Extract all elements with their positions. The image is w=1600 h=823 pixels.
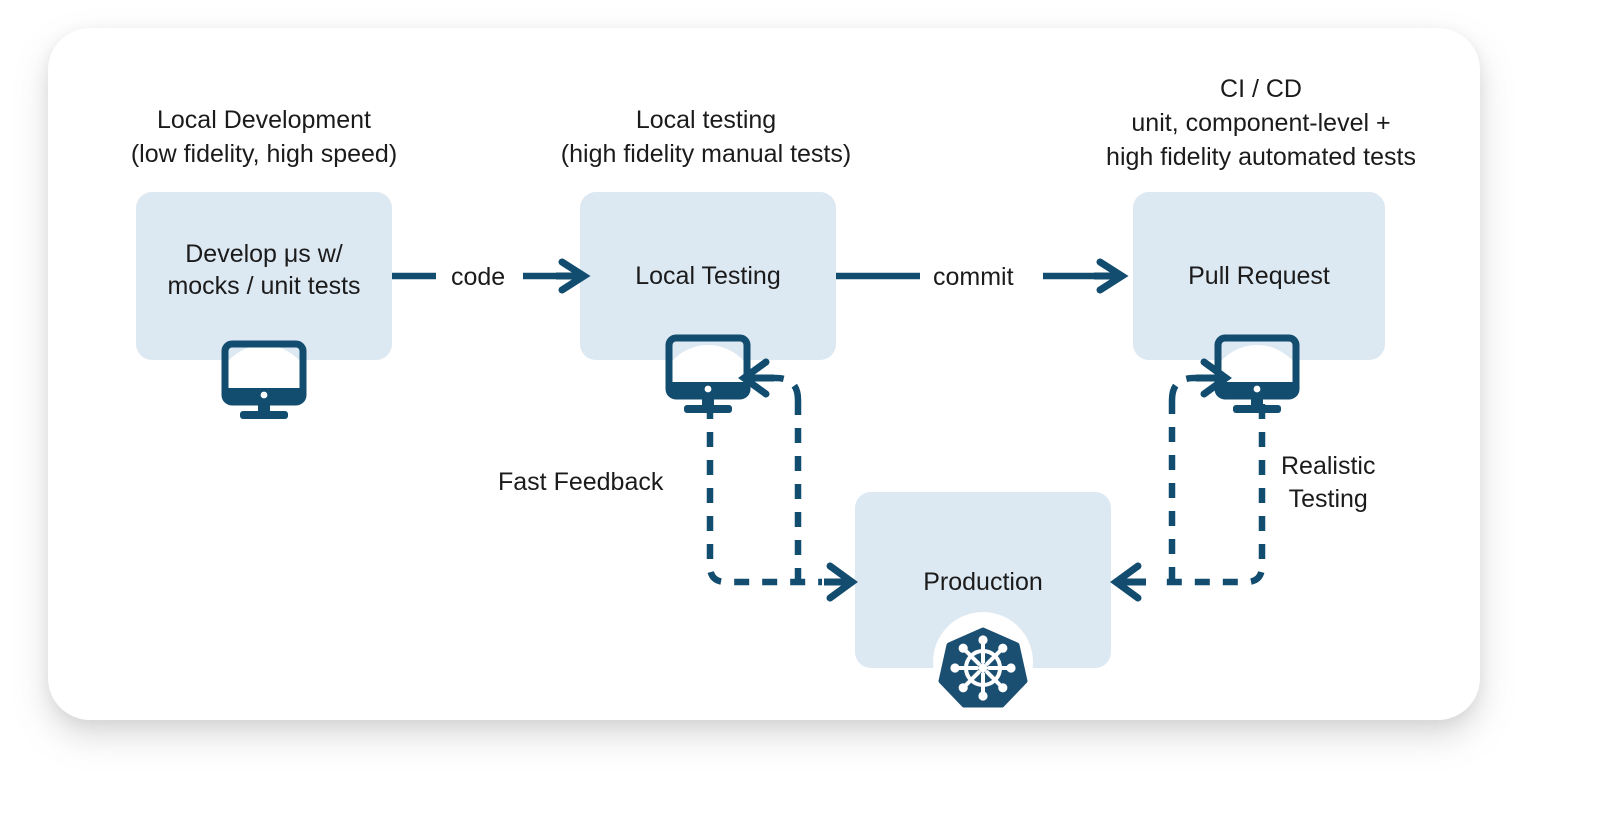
edge-label-realistic-testing: Realistic Testing xyxy=(1281,452,1376,513)
caption-local-development: Local Development (low fidelity, high sp… xyxy=(130,106,398,168)
caption-local-testing: Local testing (high fidelity manual test… xyxy=(560,106,852,168)
node-pull-request[interactable]: Pull Request xyxy=(1133,192,1385,360)
caption-ci-cd: CI / CD unit, component-level + high fid… xyxy=(1106,75,1416,171)
node-production[interactable]: Production xyxy=(855,492,1111,668)
node-develop[interactable]: Develop μs w/ mocks / unit tests xyxy=(136,192,392,360)
edge-label-code: code xyxy=(443,261,514,293)
node-local-testing[interactable]: Local Testing xyxy=(580,192,836,360)
edge-label-fast-feedback: Fast Feedback xyxy=(498,468,664,496)
node-local-testing-label: Local Testing xyxy=(635,262,781,290)
node-pull-request-label: Pull Request xyxy=(1188,262,1330,290)
edge-label-commit: commit xyxy=(925,261,1022,293)
node-production-label: Production xyxy=(923,568,1043,596)
node-develop-label: Develop μs w/ mocks / unit tests xyxy=(167,240,361,300)
